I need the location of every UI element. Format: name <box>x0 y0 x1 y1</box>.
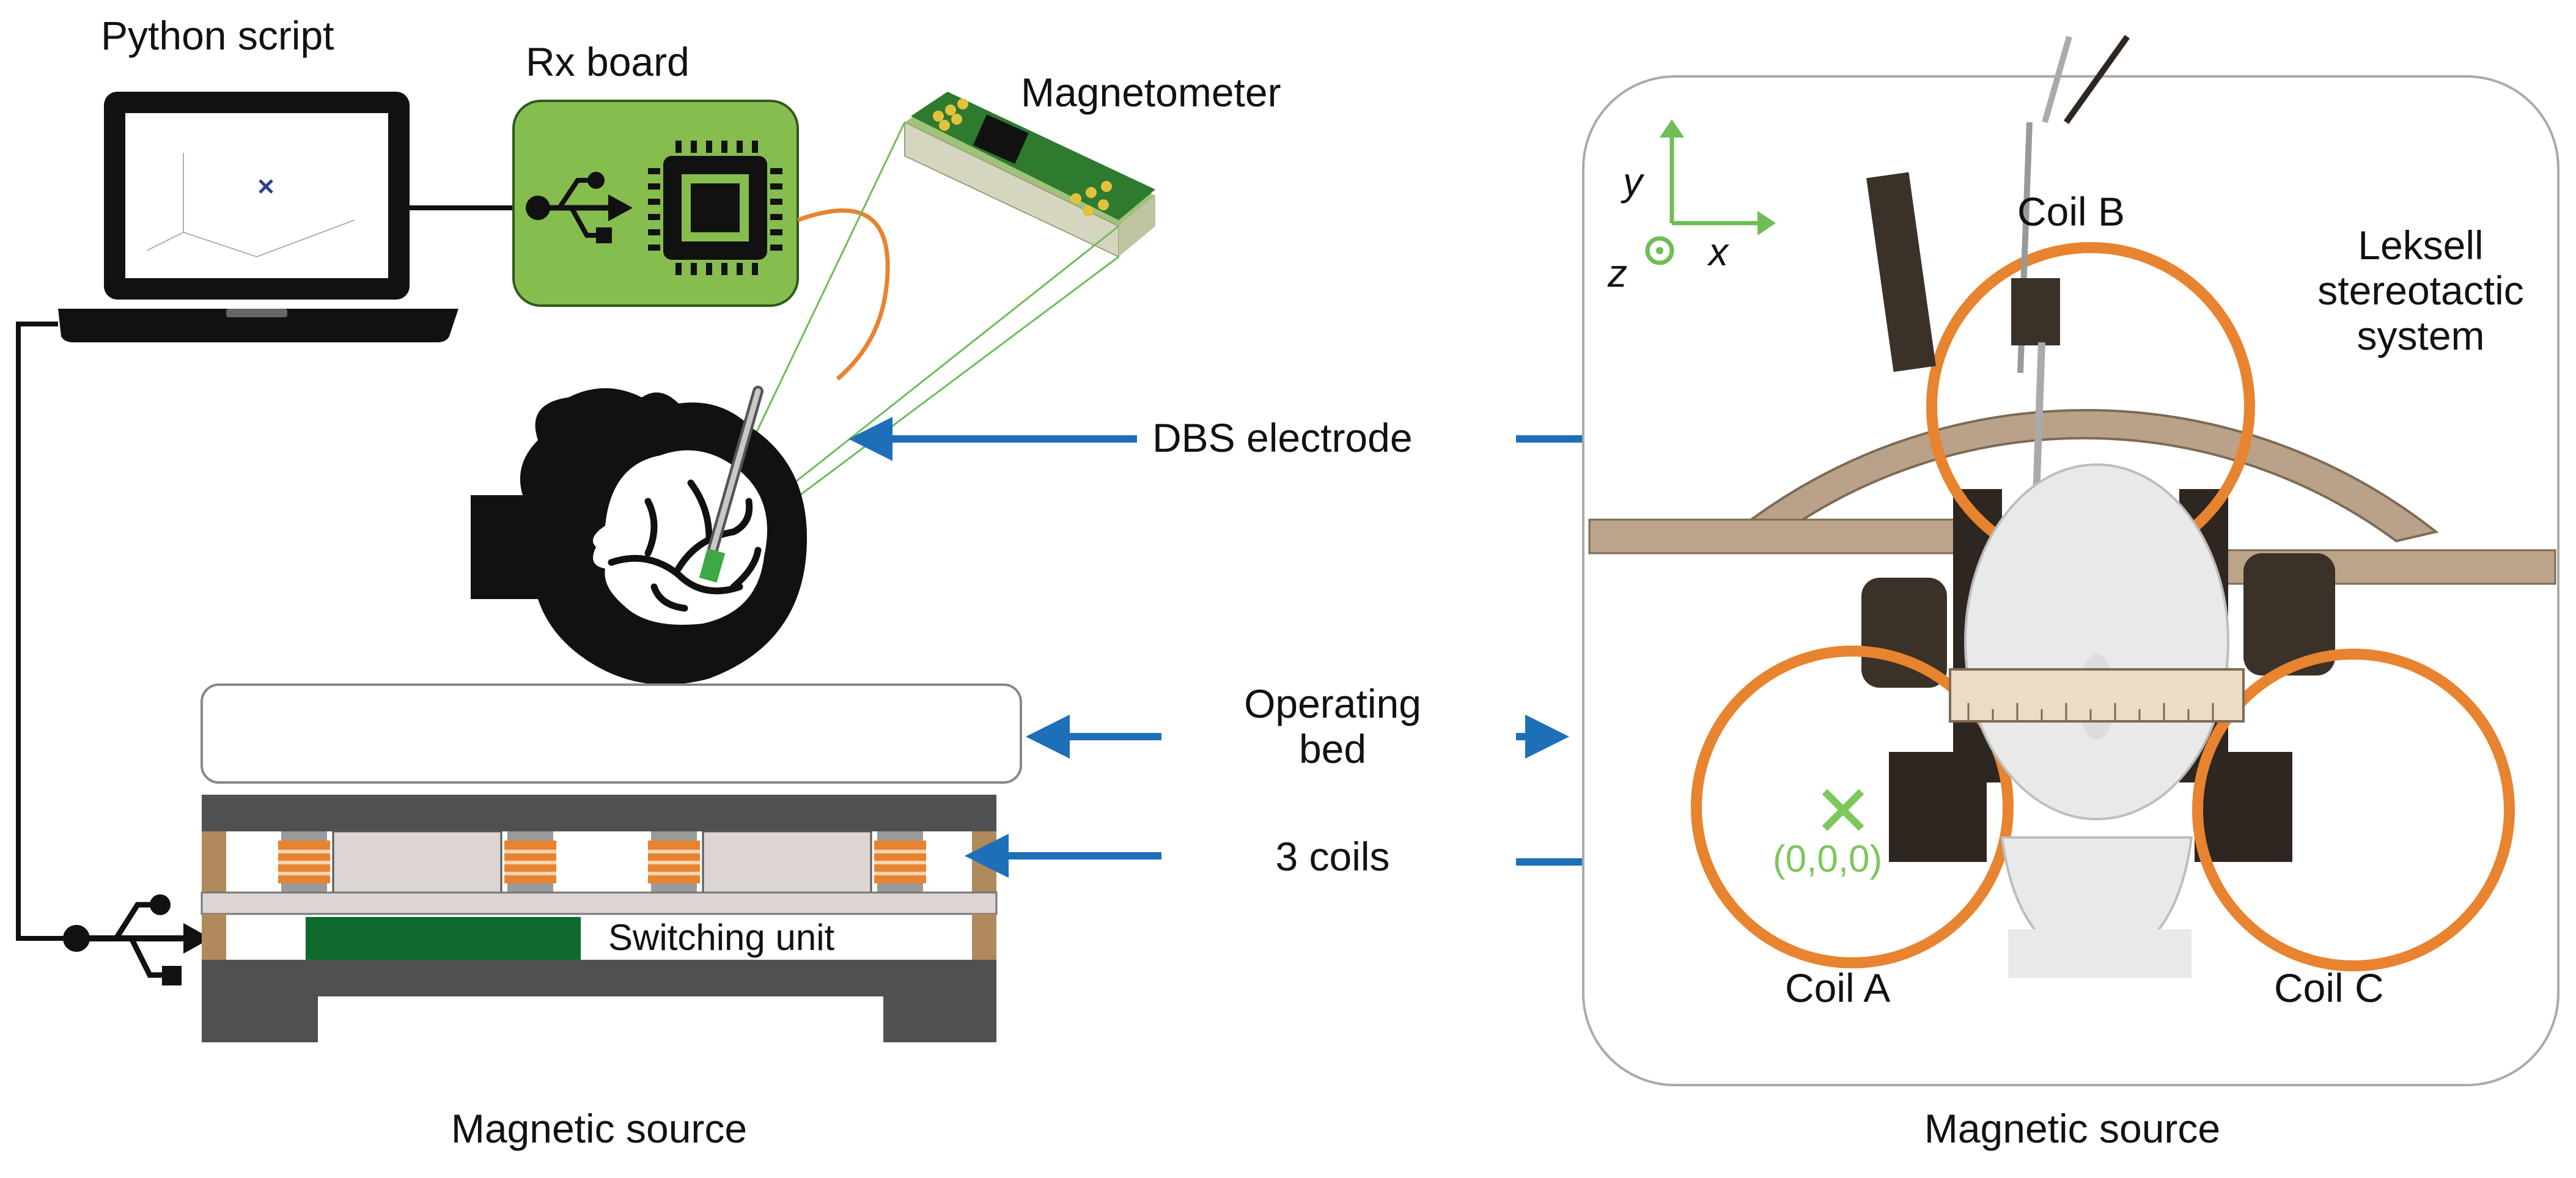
switching-unit-board <box>306 917 581 960</box>
chip-icon <box>648 141 782 275</box>
origin-marker <box>1822 789 1864 831</box>
laptop-icon <box>58 92 458 342</box>
operating-bed-label: Operating bed <box>1244 681 1421 771</box>
leksell-arc <box>1736 409 2439 543</box>
front-ruler <box>1949 668 2245 723</box>
python-script-label: Python script <box>101 13 334 58</box>
coil-a-label: Coil A <box>1785 965 1891 1011</box>
coil-c-ring <box>2192 649 2515 971</box>
magnetic-source-left-label: Magnetic source <box>451 1106 748 1151</box>
axis-y-label: y <box>1623 160 1643 204</box>
three-coils-label: 3 coils <box>1275 834 1390 879</box>
coil-a-ring <box>1691 646 2014 968</box>
switching-unit-label: Switching unit <box>608 917 835 958</box>
coil-b-label: Coil B <box>2017 189 2125 234</box>
rx-board-label: Rx board <box>526 39 690 84</box>
magnetometer-label: Magnetometer <box>1021 70 1281 115</box>
coils-ring-group <box>1691 242 2515 971</box>
magnetic-source-right-label: Magnetic source <box>1924 1106 2221 1151</box>
axis-x-label: x <box>1709 230 1728 274</box>
head-brain-icon <box>471 386 807 685</box>
usb-icon <box>526 172 633 243</box>
leksell-label: Leksell stereotactic system <box>2317 223 2524 358</box>
dbs-electrode-label: DBS electrode <box>1152 415 1413 460</box>
electrode-holder <box>1866 35 2130 514</box>
magnetic-source-left <box>201 795 998 1042</box>
magnetometer-pcb-icon <box>904 92 1155 258</box>
axis-z-label: z <box>1608 251 1627 295</box>
origin-label: (0,0,0) <box>1773 838 1883 880</box>
operating-bed <box>201 683 1022 784</box>
usb-icon <box>63 894 211 985</box>
sensor-wire <box>797 208 890 381</box>
usb-cable-left <box>16 322 73 941</box>
coordinate-axes-icon <box>1645 119 1776 265</box>
coil-stack <box>278 831 926 893</box>
coil-c-label: Coil C <box>2274 965 2384 1011</box>
